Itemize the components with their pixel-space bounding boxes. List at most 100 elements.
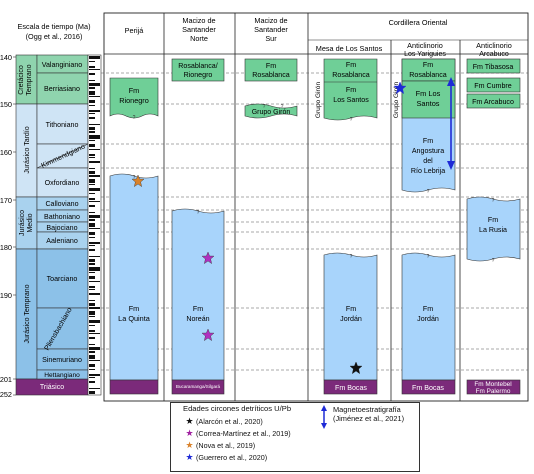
polarity-stripe — [89, 96, 100, 97]
svg-text:Fm: Fm — [423, 305, 433, 313]
polarity-stripe — [89, 228, 100, 229]
polarity-stripe — [89, 320, 100, 323]
svg-text:?: ? — [350, 254, 353, 260]
svg-text:?: ? — [427, 189, 430, 195]
polarity-stripe — [89, 171, 95, 174]
polarity-stripe — [89, 347, 100, 350]
svg-text:Grupo Girón: Grupo Girón — [252, 109, 291, 116]
polarity-stripe — [89, 316, 95, 317]
polarity-stripe — [89, 110, 100, 112]
header-santander-sur-l2: Santander — [254, 25, 288, 34]
orange-star-icon: ★ — [185, 440, 194, 450]
column-santander-sur: Fm Rosablanca Grupo Girón — [244, 58, 298, 119]
unit-yar-los-santos — [401, 80, 456, 119]
period-label-jurasico-medio-l1: Jurásico — [19, 210, 26, 236]
header-santander-norte-l2: Santander — [182, 25, 216, 34]
polarity-stripe — [89, 56, 100, 59]
header-santander-norte-l1: Macizo de — [182, 16, 215, 25]
unit-perija-la-quinta — [109, 173, 159, 381]
svg-text:Fm Arcabuco: Fm Arcabuco — [472, 98, 514, 106]
svg-text:Fm: Fm — [193, 305, 203, 313]
polarity-stripe — [89, 198, 95, 200]
columns-frame — [103, 12, 529, 402]
unit-mesa-rosablanca — [323, 58, 378, 121]
polarity-stripe — [89, 391, 95, 394]
polarity-stripe — [89, 105, 95, 106]
svg-text:Fm Montebel: Fm Montebel — [474, 381, 511, 388]
polarity-stripe — [89, 249, 95, 251]
column-mesa-los-santos: Fm Rosablanca Fm Los Santos Fm Jordán Fm… — [315, 58, 378, 395]
svg-text:Fm: Fm — [423, 137, 433, 145]
unit-mesa-jordan — [323, 252, 378, 381]
polarity-stripe — [89, 360, 100, 361]
header-yariguies-l1: Anticlinorio — [407, 41, 443, 50]
svg-text:del: del — [423, 157, 433, 165]
svg-text:?: ? — [281, 104, 284, 110]
column-arcabuco: Fm Tibasosa Fm Cumbre Fm Arcabuco Fm La … — [466, 58, 521, 395]
stage-oxfordiano: Oxfordiano — [45, 179, 80, 187]
polarity-stripe — [89, 377, 95, 378]
unit-ss-rosablanca — [244, 58, 298, 82]
svg-text:Rionegro: Rionegro — [184, 71, 213, 79]
period-label-jurasico-tardio: Jurásico Tardío — [24, 126, 31, 173]
polarity-stripe — [89, 144, 95, 147]
age-180: 180 — [0, 243, 12, 252]
polarity-stripe — [89, 135, 100, 139]
polarity-stripe — [89, 184, 95, 185]
svg-text:La Quinta: La Quinta — [118, 314, 151, 323]
polarity-stripe — [89, 219, 95, 221]
polarity-stripe — [89, 325, 95, 326]
polarity-stripe — [89, 232, 95, 235]
polarity-stripe — [89, 263, 95, 265]
black-star-icon: ★ — [185, 416, 194, 426]
period-label-jurasico-medio-l2: Medio — [27, 213, 34, 232]
stage-hettangiano: Hettangiano — [44, 372, 80, 379]
polarity-stripe — [89, 161, 100, 163]
time-scale-source: (Ogg et al., 2016) — [26, 32, 83, 41]
polarity-stripe — [89, 154, 95, 156]
svg-text:Bucaramanga/Silgará: Bucaramanga/Silgará — [176, 384, 221, 389]
polarity-stripe — [89, 215, 100, 218]
polarity-stripe — [89, 259, 95, 262]
header-perija: Perijá — [125, 26, 145, 35]
age-140: 140 — [0, 53, 12, 62]
age-252: 252 — [0, 390, 12, 399]
polarity-stripes — [89, 56, 100, 394]
polarity-stripe — [89, 157, 95, 158]
polarity-stripe — [89, 87, 95, 89]
svg-text:Angostura: Angostura — [412, 147, 444, 155]
svg-text:Fm Tibasosa: Fm Tibasosa — [473, 63, 514, 71]
stage-aaleniano: Aaleniano — [46, 237, 78, 245]
legend-item-nova: ★(Nova et al., 2019) — [185, 440, 256, 450]
column-santander-norte: Rosablanca/ Rionegro Fm Noreán Bucaraman… — [171, 58, 225, 395]
legend-item-alarcon: ★(Alarcón et al., 2020) — [185, 416, 263, 426]
polarity-stripe — [89, 242, 100, 244]
polarity-stripe — [89, 311, 95, 315]
stage-tithoniano: Tithoniano — [46, 121, 79, 129]
header-mesa-los-santos: Mesa de Los Santos — [316, 44, 383, 53]
stage-berriasiano: Berriasiano — [44, 85, 80, 93]
polarity-stripe — [89, 124, 100, 125]
period-label-temprano: Temprano — [26, 64, 33, 95]
age-170: 170 — [0, 196, 12, 205]
polarity-stripe — [89, 83, 100, 86]
header-time-scale: Escala de tiempo (Ma) (Ogg et al., 2016) — [18, 22, 91, 41]
polarity-stripe — [89, 80, 95, 81]
svg-text:Los Santos: Los Santos — [333, 96, 369, 104]
polarity-stripe — [89, 205, 95, 207]
svg-text:Fm: Fm — [346, 86, 356, 94]
svg-text:Jordán: Jordán — [340, 315, 362, 323]
svg-text:Rosablanca/: Rosablanca/ — [178, 62, 217, 70]
legend: Edades circones detríticos U/Pb ★(Alarcó… — [170, 402, 420, 472]
header-cordillera-oriental: Cordillera Oriental — [389, 18, 448, 27]
header-santander-sur-l3: Sur — [265, 34, 277, 43]
polarity-stripe — [89, 117, 95, 119]
polarity-stripe — [89, 175, 100, 177]
stage-bathoniano: Bathoniano — [44, 213, 80, 221]
header-santander-norte-l3: Norte — [190, 34, 208, 43]
polarity-stripe — [89, 381, 95, 383]
unit-sn-norean — [171, 208, 225, 381]
svg-text:Rosablanca: Rosablanca — [332, 71, 370, 79]
polarity-stripe — [89, 201, 100, 202]
